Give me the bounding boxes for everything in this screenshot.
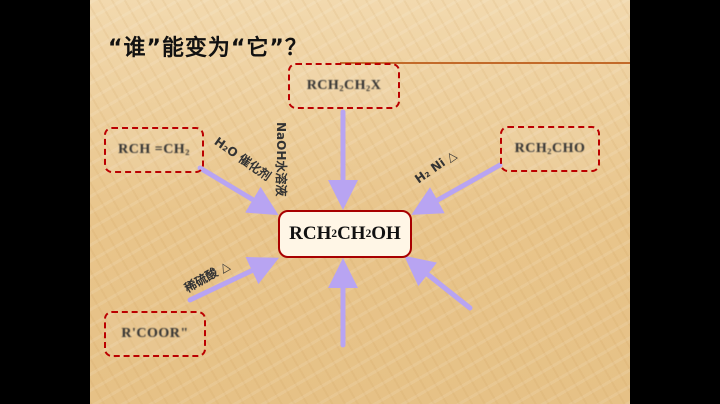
- reactant-aldehyde: RCH2CHO: [500, 126, 600, 172]
- reactant-alkene: RCH =CH2: [104, 127, 204, 173]
- arrows-layer: [187, 109, 503, 348]
- title-underline: [340, 62, 630, 64]
- reactant-ester: R'COOR": [104, 311, 206, 357]
- arrow-from-left: [197, 165, 279, 216]
- arrow-from-right: [411, 162, 503, 215]
- slide: “谁”能变为“它”？ RCH2CH2X RCH =CH2 RCH2CHO R'C…: [90, 0, 630, 404]
- arrow-from-bottom-right: [404, 255, 473, 311]
- slide-title: “谁”能变为“它”？: [108, 36, 308, 61]
- condition-top: NaOH水溶液: [274, 122, 288, 197]
- arrow-from-bottom-left: [187, 257, 280, 303]
- reactant-haloalkane: RCH2CH2X: [288, 63, 400, 109]
